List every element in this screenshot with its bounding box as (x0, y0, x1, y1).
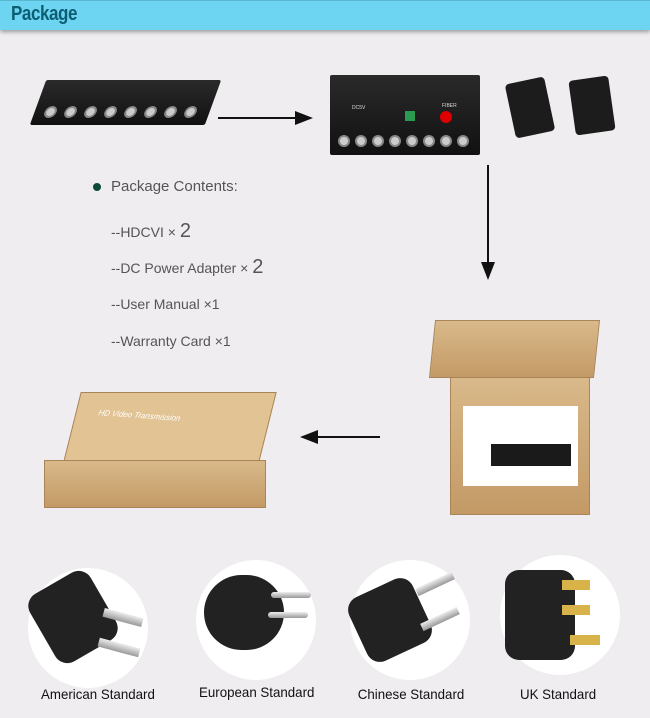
open-box-lid (428, 320, 601, 378)
closed-box-top: HD Video Transmission (63, 392, 277, 462)
bullet-icon (93, 183, 101, 191)
plug-label-american: American Standard (40, 686, 155, 702)
plug-label-uk: UK Standard (520, 686, 597, 702)
section-title: Package (11, 3, 78, 25)
european-plug-image (196, 560, 316, 680)
arrow-left (318, 436, 380, 438)
plug-label-chinese: Chinese Standard (357, 686, 465, 702)
arrow-left-head-icon (300, 430, 318, 444)
dc5v-label: DC5V (352, 105, 366, 111)
receiver-device-image: DC5V FIBER (330, 75, 480, 155)
uk-plug-image (500, 555, 620, 675)
box-print: HD Video Transmission (97, 408, 182, 423)
plug-label-european: European Standard (199, 684, 315, 700)
list-item: --User Manual ×1 (111, 296, 220, 312)
arrow-right (218, 117, 298, 119)
american-plug-image (23, 565, 148, 688)
closed-box-image (44, 460, 266, 508)
open-box-image (450, 375, 590, 515)
arrow-down (487, 165, 489, 265)
contents-title: Package Contents: (111, 178, 238, 195)
chinese-plug-image (343, 560, 470, 680)
power-adapter-image (568, 75, 616, 136)
transmitter-device-image (29, 80, 222, 125)
list-item: --DC Power Adapter × 2 (111, 256, 264, 278)
power-adapter-image (504, 76, 556, 139)
fiber-label: FIBER (442, 103, 457, 109)
arrow-right-head-icon (295, 111, 313, 125)
section-header: Package (0, 0, 650, 30)
arrow-down-head-icon (481, 262, 495, 280)
list-item: --Warranty Card ×1 (111, 333, 231, 349)
list-item: --HDCVI × 2 (111, 220, 191, 242)
